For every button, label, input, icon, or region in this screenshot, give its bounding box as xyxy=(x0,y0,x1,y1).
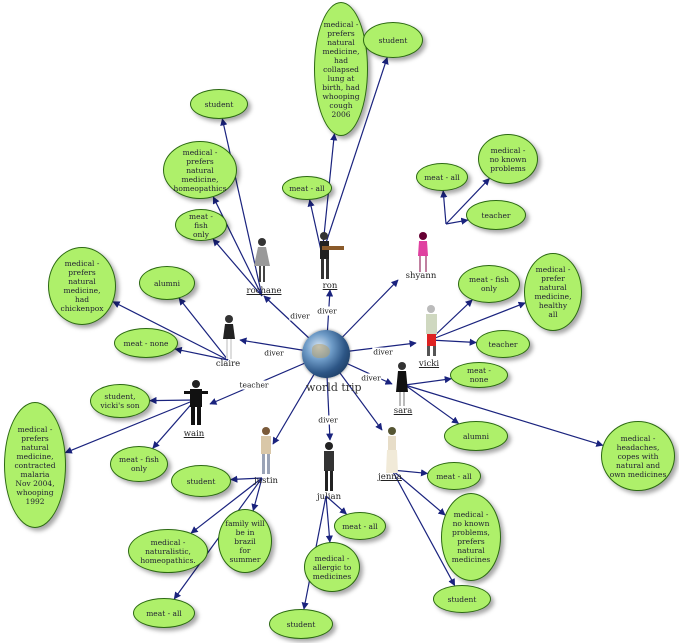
person-label-justin[interactable]: justin xyxy=(253,476,279,486)
note-bubble-n-wain-medical[interactable]: medical - prefers natural medicine, cont… xyxy=(4,402,66,528)
note-bubble-n-shyann-meat[interactable]: meat - all xyxy=(416,163,468,191)
note-bubble-n-sara-medical[interactable]: medical - headaches, copes with natural … xyxy=(601,421,675,491)
note-bubble-n-justin-student[interactable]: student xyxy=(171,465,231,497)
note-bubble-n-wain-meat[interactable]: meat - fish only xyxy=(110,446,168,482)
edge-wain-to-n_wain_student xyxy=(149,396,196,405)
note-bubble-n-vicki-meat[interactable]: meat - fish only xyxy=(458,265,520,303)
edge-label: diver xyxy=(360,373,382,383)
edge-label: teacher xyxy=(238,380,270,390)
note-bubble-n-julian-medical[interactable]: medical - allergic to medicines xyxy=(304,542,360,592)
note-bubble-n-rochane-student[interactable]: student xyxy=(190,89,248,119)
edge-sara-to-n_sara_meat xyxy=(404,376,452,386)
note-bubble-n-vicki-medical[interactable]: medical - prefer natural medicine, healt… xyxy=(524,253,582,331)
edge-label: diver xyxy=(317,415,339,425)
edge-label: diver xyxy=(316,306,338,316)
person-label-vicki[interactable]: vicki xyxy=(418,359,440,369)
person-label-ron[interactable]: ron xyxy=(322,281,338,291)
note-bubble-n-claire-meat[interactable]: meat - none xyxy=(114,328,178,358)
person-jenna-figure xyxy=(386,427,398,473)
edge-wain-to-n_wain_medical xyxy=(64,399,196,454)
person-label-julian[interactable]: julian xyxy=(316,492,342,502)
globe-icon xyxy=(302,330,350,378)
edge-rochane-to-n_rochane_medical xyxy=(212,196,263,297)
note-bubble-n-ron-meat[interactable]: meat - all xyxy=(282,176,332,200)
edge-claire-to-n_claire_alumni xyxy=(178,297,229,361)
edge-vicki-to-n_vicki_medical xyxy=(429,301,526,341)
note-bubble-n-jenna-meat[interactable]: meat - all xyxy=(427,462,481,490)
edge-ron-to-n_ron_meat xyxy=(307,199,323,256)
edge-jenna-to-n_jenna_medical xyxy=(391,469,446,516)
edge-claire-to-n_claire_medical xyxy=(112,301,229,361)
person-label-claire[interactable]: claire xyxy=(215,359,241,369)
note-bubble-n-justin-family[interactable]: family will be in brazil for summer xyxy=(218,509,272,573)
person-wain-figure xyxy=(184,380,208,425)
note-bubble-n-julian-meat[interactable]: meat - all xyxy=(334,512,386,540)
edge-label: diver xyxy=(372,347,394,357)
edge-shyann-to-n_shyann_meat xyxy=(440,190,448,225)
note-bubble-n-ron-medical[interactable]: medical - prefers natural medicine, had … xyxy=(314,2,368,136)
person-label-sara[interactable]: sara xyxy=(393,406,413,416)
person-claire-figure xyxy=(223,315,235,359)
edge-jenna-to-n_jenna_meat xyxy=(391,469,429,477)
edge-justin-to-n_justin_medical xyxy=(190,477,263,534)
person-label-rochane[interactable]: rochane xyxy=(246,286,282,296)
note-bubble-n-justin-meat[interactable]: meat - all xyxy=(133,598,195,628)
person-vicki-figure xyxy=(426,305,437,356)
person-label-jenna[interactable]: jenna xyxy=(378,472,402,482)
person-justin-figure xyxy=(261,427,271,474)
edge-jenna-to-n_jenna_student xyxy=(391,469,456,587)
note-bubble-n-shyann-medical[interactable]: medical - no known problems xyxy=(478,134,538,184)
note-bubble-n-jenna-student[interactable]: student xyxy=(433,585,491,613)
note-bubble-n-jenna-medical[interactable]: medical - no known problems, prefers nat… xyxy=(441,493,501,581)
edge-shyann-to-n_shyann_teacher xyxy=(445,217,469,225)
edge-justin-to-n_justin_family xyxy=(251,477,263,512)
edge-julian-to-n_julian_meat xyxy=(325,495,347,515)
note-bubble-n-vicki-teacher[interactable]: teacher xyxy=(476,330,530,358)
note-bubble-n-sara-alumni[interactable]: alumni xyxy=(444,421,508,451)
note-bubble-n-claire-medical[interactable]: medical - prefers natural medicine, had … xyxy=(48,247,116,325)
note-bubble-n-rochane-meat[interactable]: meat - fish only xyxy=(175,209,227,241)
edge-rochane-to-n_rochane_meat xyxy=(212,238,263,297)
edge-vicki-to-n_vicki_meat xyxy=(429,299,473,341)
edge-sara-to-n_sara_medical xyxy=(404,384,604,447)
edge-shyann-to-n_shyann_medical xyxy=(445,178,490,225)
person-rochane-figure xyxy=(254,238,270,282)
note-bubble-n-wain-student[interactable]: student, vicki's son xyxy=(90,384,150,418)
edge-label: diver xyxy=(263,348,285,358)
edge-claire-to-n_claire_meat xyxy=(174,346,229,361)
person-label-shyann[interactable]: shyann xyxy=(405,271,437,281)
note-bubble-n-ron-student[interactable]: student xyxy=(363,22,423,58)
edge-julian-to-n_julian_medical xyxy=(325,495,333,543)
person-julian-figure xyxy=(324,442,334,491)
person-sara-figure xyxy=(396,362,408,406)
note-bubble-n-julian-student[interactable]: student xyxy=(269,609,333,639)
note-bubble-n-claire-alumni[interactable]: alumni xyxy=(139,266,195,300)
note-bubble-n-justin-medical[interactable]: medical - naturalistic, homeopathics. xyxy=(128,529,208,573)
person-shyann-figure xyxy=(418,232,428,272)
edge-sara-to-n_sara_alumni xyxy=(404,384,460,424)
note-bubble-n-rochane-medical[interactable]: medical - prefers natural medicine, home… xyxy=(163,141,237,199)
note-bubble-n-sara-meat[interactable]: meat - none xyxy=(450,362,508,388)
edge-vicki-to-n_vicki_teacher xyxy=(429,338,477,346)
edge-label: diver xyxy=(289,311,311,321)
edge-wain-to-n_wain_meat xyxy=(152,399,196,449)
center-topic: world trip xyxy=(306,381,362,394)
person-label-wain[interactable]: wain xyxy=(183,429,205,439)
edge-justin-to-n_justin_student xyxy=(230,475,263,483)
edge-ron-to-n_ron_student xyxy=(321,56,389,256)
note-bubble-n-shyann-teacher[interactable]: teacher xyxy=(466,200,526,230)
person-ron-figure xyxy=(320,232,344,279)
